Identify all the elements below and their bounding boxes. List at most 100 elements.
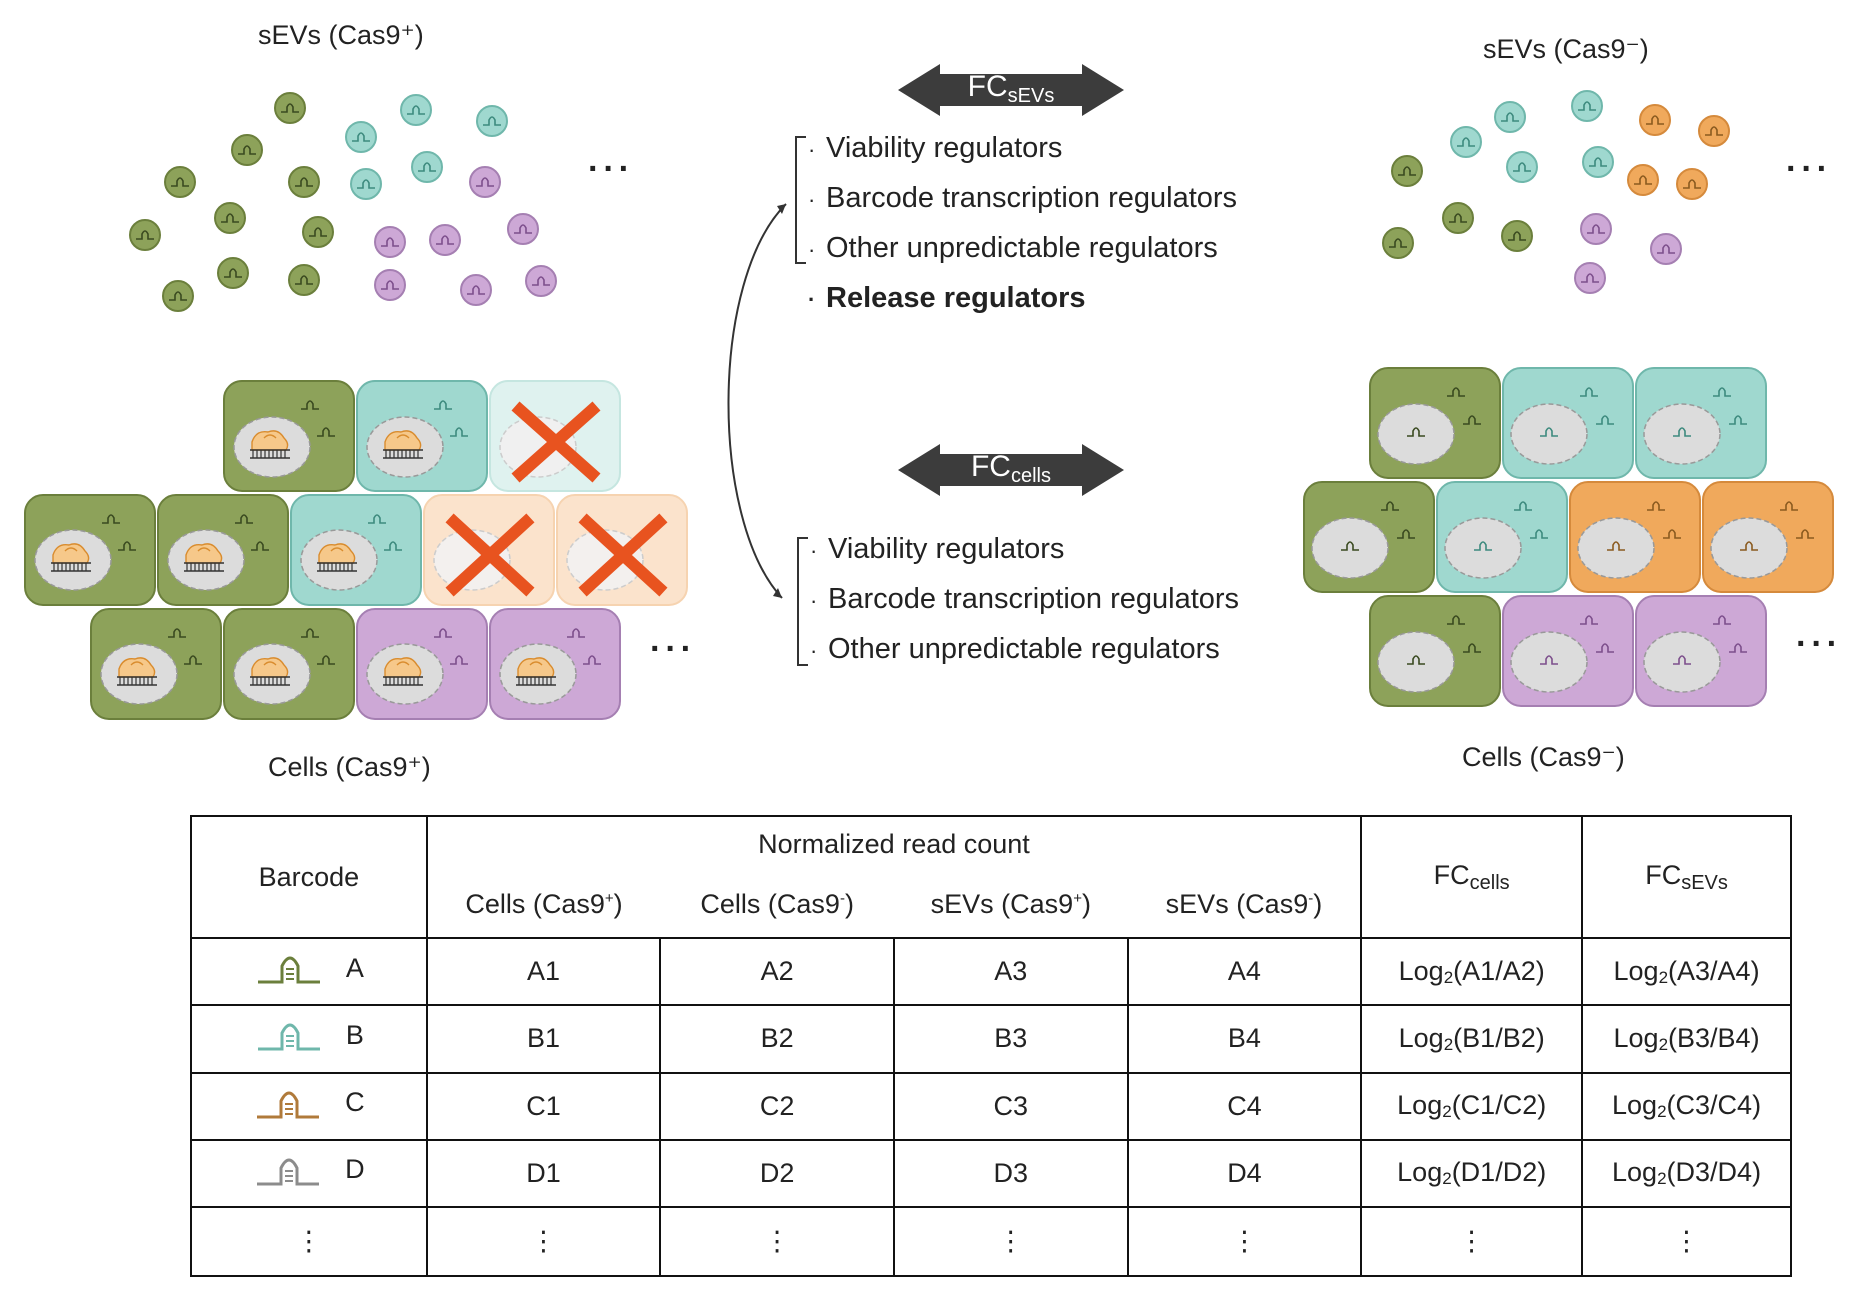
barcode-icon (257, 1023, 320, 1051)
cell-dead (489, 380, 621, 492)
sevs-cas9-pos-vesicles (129, 92, 557, 312)
cell (1436, 481, 1568, 593)
barcode-icon (257, 1091, 320, 1119)
list-item: ·Viability regulators (808, 132, 1063, 164)
cell (1635, 367, 1767, 479)
fc-cells-arrow (898, 444, 1124, 496)
list-item: ·Release regulators (808, 282, 1086, 314)
table-cell: Log2(C1/C2) (1360, 1071, 1584, 1141)
vesicle (1450, 90, 1614, 183)
table-row: A A1 A2 A3 A4 Log2(A1/A2) Log2(A3/A4) (190, 937, 1792, 1007)
vesicle (1627, 104, 1730, 200)
normalized-read-count-header: Normalized read count (425, 814, 1363, 873)
vesicle (1574, 213, 1682, 294)
table-cell: C3 (892, 1071, 1129, 1141)
cell (1369, 367, 1501, 479)
cells-cas9-pos (24, 380, 688, 720)
cell-dead (423, 494, 555, 606)
ellipsis: ··· (650, 630, 696, 668)
cell (290, 494, 422, 606)
sevs-cas9-neg-label: sEVs (Cas9⁻) (1483, 34, 1649, 64)
table-cell: Log2(D3/D4) (1581, 1138, 1792, 1208)
fc-sevs-arrow (898, 64, 1124, 116)
table-cell: B2 (659, 1004, 895, 1074)
cell (223, 608, 355, 720)
barcode-cell: A (190, 937, 428, 1007)
cell (223, 380, 355, 492)
barcode-header: Barcode (190, 814, 428, 940)
vertical-ellipsis: ⋮ (1126, 1205, 1363, 1278)
table-cell: B1 (425, 1004, 662, 1074)
read-count-table: Barcode Normalized read count FCcells FC… (190, 814, 1792, 1278)
table-cell: Log2(A3/A4) (1581, 937, 1792, 1007)
barcode-cell: D (190, 1138, 428, 1208)
table-cell: Log2(C3/C4) (1581, 1071, 1792, 1141)
barcode-icon (257, 956, 320, 984)
vertical-ellipsis: ⋮ (892, 1205, 1129, 1278)
col-header-sevs-pos: sEVs (Cas9+) (893, 872, 1128, 940)
barcode-cell: B (190, 1004, 428, 1074)
cell (90, 608, 222, 720)
cell (356, 608, 488, 720)
table-row-ellipsis: ⋮ ⋮ ⋮ ⋮ ⋮ ⋮ ⋮ (190, 1205, 1792, 1278)
cell (489, 608, 621, 720)
cell (1303, 481, 1435, 593)
table-row: B B1 B2 B3 B4 Log2(B1/B2) Log2(B3/B4) (190, 1004, 1792, 1074)
table-cell: A1 (425, 937, 662, 1007)
vesicle (129, 92, 334, 312)
table-row: D D1 D2 D3 D4 Log2(D1/D2) Log2(D3/D4) (190, 1138, 1792, 1208)
cell (1369, 595, 1501, 707)
table-cell: D4 (1126, 1138, 1363, 1208)
ellipsis: ··· (588, 150, 634, 188)
sevs-cas9-pos-label: sEVs (Cas9⁺) (258, 20, 424, 50)
table-cell: A3 (892, 937, 1129, 1007)
fc-sevs-header: FCsEVs (1581, 814, 1792, 940)
vertical-ellipsis: ⋮ (659, 1205, 895, 1278)
table-cell: A2 (659, 937, 895, 1007)
vesicle (1382, 155, 1533, 259)
table-cell: Log2(A1/A2) (1360, 937, 1584, 1007)
barcode-icon (257, 1158, 320, 1186)
table-cell: Log2(B1/B2) (1360, 1004, 1584, 1074)
vesicle (374, 166, 557, 306)
sevs-regulators-bracket (795, 136, 806, 264)
vertical-ellipsis: ⋮ (1360, 1205, 1584, 1278)
table-cell: A4 (1126, 937, 1363, 1007)
diagram-canvas (24, 64, 1834, 720)
cell (1702, 481, 1834, 593)
col-header-cells-pos: Cells (Cas9+) (425, 872, 661, 940)
cell (1635, 595, 1767, 707)
cells-cas9-neg-label: Cells (Cas9⁻) (1462, 742, 1625, 772)
sevs-regulators-list: ·Viability regulators ·Barcode transcrip… (808, 124, 1237, 324)
table-cell: C1 (425, 1071, 662, 1141)
cell (24, 494, 156, 606)
cells-regulators-list: ·Viability regulators ·Barcode transcrip… (810, 525, 1239, 675)
vertical-ellipsis: ⋮ (1581, 1205, 1792, 1278)
fc-cells-header: FCcells (1360, 814, 1584, 940)
ellipsis: ··· (1786, 150, 1832, 188)
fc-cells-arrow-label: FCcells (970, 450, 1051, 487)
barcode-cell: C (190, 1071, 428, 1141)
list-item: ·Other unpredictable regulators (808, 232, 1218, 264)
vertical-ellipsis: ⋮ (425, 1205, 662, 1278)
cell (356, 380, 488, 492)
sevs-cas9-neg-vesicles (1382, 90, 1730, 294)
table-cell: Log2(D1/D2) (1360, 1138, 1584, 1208)
cells-cas9-pos-label: Cells (Cas9⁺) (268, 752, 431, 782)
curved-link-arrow (727, 203, 787, 599)
table-cell: B3 (892, 1004, 1129, 1074)
list-item: ·Barcode transcription regulators (808, 182, 1238, 214)
fc-sevs-arrow-label: FCsEVs (967, 70, 1055, 107)
table-cell: D2 (659, 1138, 895, 1208)
table-cell: C2 (659, 1071, 895, 1141)
table-cell: B4 (1126, 1004, 1363, 1074)
cell (157, 494, 289, 606)
ellipsis: ··· (1796, 625, 1842, 663)
vesicle (345, 94, 508, 200)
table-cell: C4 (1126, 1071, 1363, 1141)
col-header-cells-neg: Cells (Cas9-) (660, 872, 894, 940)
table-cell: D3 (892, 1138, 1129, 1208)
table-cell: Log2(B3/B4) (1581, 1004, 1792, 1074)
cells-cas9-neg (1303, 367, 1834, 707)
table-cell: D1 (425, 1138, 662, 1208)
